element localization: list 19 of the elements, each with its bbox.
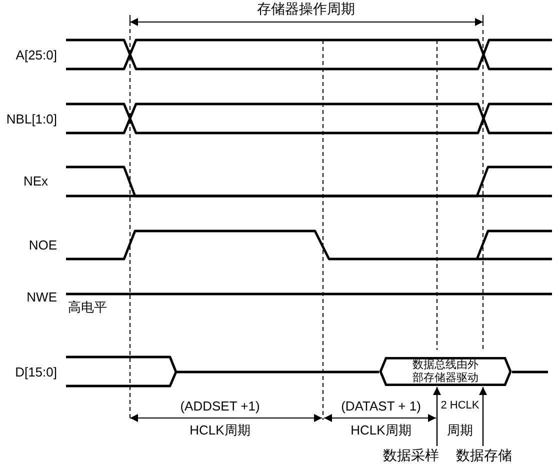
- dimension-label: 2 HCLK: [440, 398, 480, 414]
- data-bus-hexagon: 数据总线由外部存储器驱动: [379, 357, 512, 386]
- signal-name: D[15:0]: [15, 364, 57, 380]
- dimension-label: (DATAST + 1): [341, 398, 421, 414]
- dimension-label: HCLK周期: [190, 422, 250, 438]
- title: 存储器操作周期: [257, 2, 355, 16]
- signal-name: NWE: [26, 290, 57, 304]
- arrow: [479, 387, 487, 446]
- signal-name: NOE: [28, 238, 57, 252]
- signal-name: NBL[1:0]: [6, 112, 57, 126]
- dimension-label: (ADDSET +1): [180, 398, 260, 414]
- dimension-label: 周期: [447, 422, 473, 438]
- level-note: 高电平: [68, 300, 107, 314]
- dimension-label: HCLK周期: [350, 422, 412, 438]
- annotation-text: 数据采样: [383, 447, 445, 464]
- arrow: [433, 387, 441, 446]
- annotation-text: 数据存储: [456, 447, 520, 464]
- signal-name: A[25:0]: [16, 48, 57, 62]
- signal-name: NEx: [23, 174, 48, 188]
